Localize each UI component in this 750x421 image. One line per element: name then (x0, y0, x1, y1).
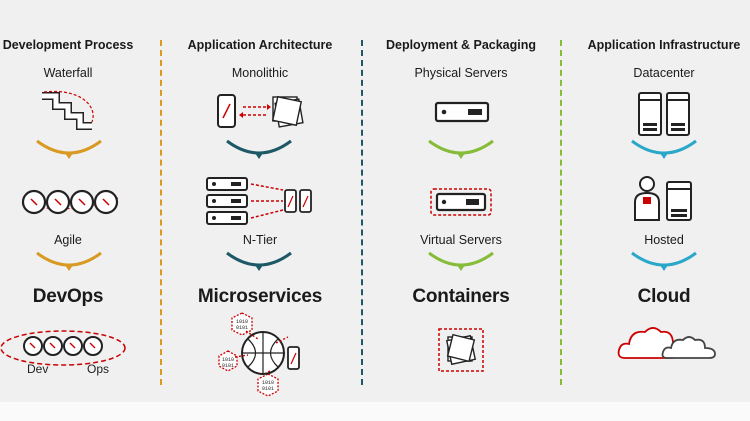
stage1-label: Monolithic (231, 66, 289, 80)
stage1-label: Waterfall (43, 66, 93, 80)
column-development-process: Development Process Waterfall Agile DevO… (0, 0, 163, 400)
svg-text:1010: 1010 (222, 357, 234, 363)
hosted-icon (634, 176, 692, 221)
container-icon (438, 328, 484, 372)
svg-text:0101: 0101 (262, 386, 274, 392)
waterfall-stairs-icon (42, 90, 94, 130)
cloud-icon (617, 327, 716, 359)
divider-3 (560, 40, 562, 385)
stage2-label: Virtual Servers (420, 233, 502, 247)
stage2-label: Hosted (644, 233, 684, 247)
monolithic-arrow-icon (226, 139, 292, 159)
agile-cycles-icon (21, 189, 119, 215)
virtual-server-arrow-icon (428, 251, 494, 271)
hosted-arrow-icon (631, 251, 697, 271)
column-application-infrastructure: Application Infrastructure Datacenter (569, 0, 750, 400)
divider-1 (160, 40, 162, 385)
svg-text:1010: 1010 (236, 319, 248, 325)
ops-label: Ops (87, 362, 109, 376)
stage1-label: Datacenter (633, 66, 695, 80)
stage2-label: N-Tier (242, 233, 278, 247)
result-label: Containers (412, 286, 510, 307)
agile-arrow-icon (36, 251, 102, 271)
datacenter-arrow-icon (631, 139, 697, 159)
column-title: Application Infrastructure (587, 38, 741, 52)
column-deployment-packaging: Deployment & Packaging Physical Servers … (366, 0, 556, 400)
virtual-server-icon (430, 188, 492, 216)
column-title: Deployment & Packaging (385, 38, 537, 52)
physical-server-arrow-icon (428, 139, 494, 159)
stage1-label: Physical Servers (414, 66, 508, 80)
n-tier-arrow-icon (226, 251, 292, 271)
result-label: DevOps (32, 286, 104, 307)
datacenter-icon (638, 92, 690, 136)
physical-server-icon (434, 101, 490, 123)
stage2-label: Agile (54, 233, 82, 247)
column-title: Application Architecture (187, 38, 333, 52)
column-application-architecture: Application Architecture Monolithic (165, 0, 355, 400)
column-title: Development Process (2, 38, 134, 52)
svg-text:0101: 0101 (236, 325, 248, 331)
result-label: Microservices (197, 286, 323, 307)
divider-2 (361, 40, 363, 385)
result-label: Cloud (637, 286, 691, 307)
bottom-band (0, 402, 750, 421)
monolithic-phone-icon (217, 94, 304, 128)
devops-loop-icon: Dev Ops (0, 330, 126, 376)
svg-text:1010: 1010 (262, 380, 274, 386)
svg-text:0101: 0101 (222, 363, 234, 369)
dev-label: Dev (27, 362, 48, 376)
waterfall-arrow-icon (36, 139, 102, 159)
n-tier-servers-icon (206, 177, 312, 225)
